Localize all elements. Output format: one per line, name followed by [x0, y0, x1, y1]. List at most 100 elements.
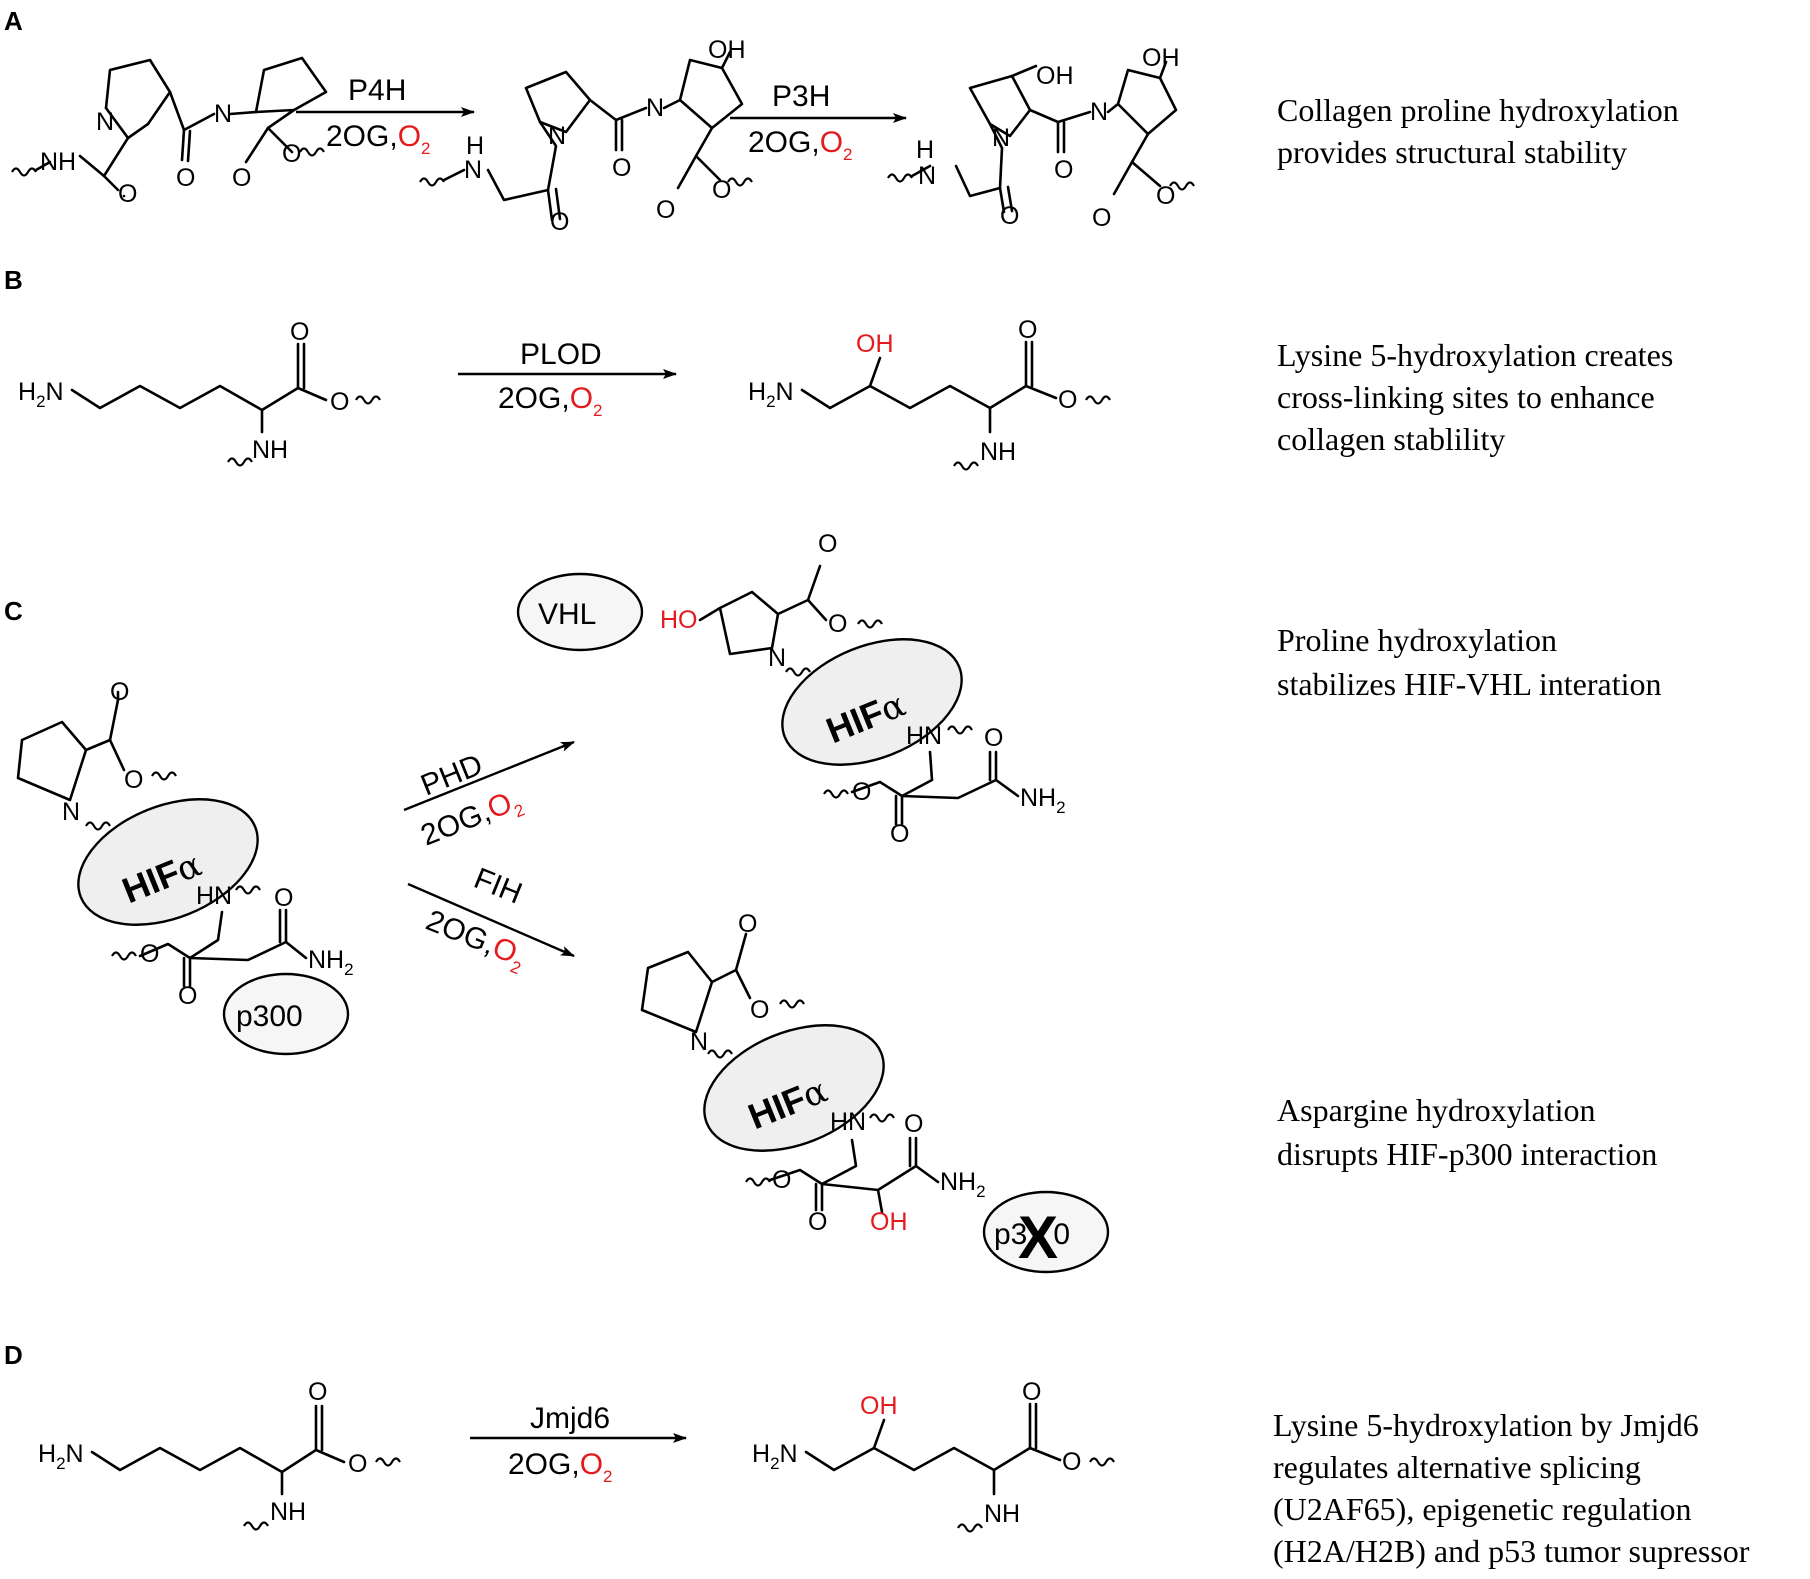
- panel-b-letter: B: [4, 265, 23, 295]
- panel-c-letter: C: [4, 596, 23, 626]
- o-atom: O: [110, 678, 129, 706]
- cofactor-label: 2OG,O2: [748, 126, 853, 164]
- o-atom: O: [612, 154, 631, 182]
- o-atom: O: [1018, 316, 1037, 344]
- hn-group: HN: [196, 882, 232, 910]
- n-atom: N: [646, 94, 664, 122]
- nh2-group: NH2: [1020, 784, 1066, 817]
- hif-alpha-label: HIFα: [742, 1069, 833, 1138]
- n-atom: N: [1090, 98, 1108, 126]
- o-atom: O: [1156, 182, 1175, 210]
- panel-b-substrate: H2N O O NH: [18, 318, 382, 467]
- h-atom: H: [466, 132, 484, 160]
- o-atom: O: [750, 996, 769, 1024]
- oh-group: OH: [856, 330, 894, 358]
- o-atom: O: [232, 164, 251, 192]
- o-atom: O: [656, 196, 675, 224]
- oh-group: OH: [1142, 44, 1180, 72]
- panel-d-substrate: H2N O O NH: [38, 1378, 402, 1531]
- o-atom: O: [1062, 1448, 1081, 1476]
- panel-d-description: regulates alternative splicing: [1273, 1449, 1641, 1485]
- n-atom: N: [62, 798, 80, 826]
- o-atom: O: [274, 884, 293, 912]
- amine-group: H2N: [38, 1440, 84, 1473]
- panel-a-description: provides structural stability: [1277, 134, 1627, 170]
- panel-c: C O O N HIFα HN O O O NH2: [4, 530, 1662, 1274]
- n-atom: N: [214, 100, 232, 128]
- o-atom: O: [738, 910, 757, 938]
- nh-group: NH: [980, 438, 1016, 466]
- o-atom: O: [348, 1450, 367, 1478]
- panel-b: B H2N O O NH PLOD 2OG,O2 H2N OH: [4, 265, 1673, 471]
- o-atom: O: [1092, 204, 1111, 232]
- n-atom: N: [768, 644, 786, 672]
- vhl-label: VHL: [538, 598, 596, 631]
- reaction-arrow: [407, 882, 575, 958]
- panel-c-lower-description: disrupts HIF-p300 interaction: [1277, 1136, 1657, 1172]
- o-atom: O: [808, 1208, 827, 1236]
- panel-c-substrate: O O N HIFα HN O O O NH2 p300: [16, 678, 354, 1056]
- panel-d-description: (U2AF65), epigenetic regulation: [1273, 1491, 1692, 1527]
- o-atom: O: [890, 820, 909, 848]
- o-atom: O: [1054, 156, 1073, 184]
- panel-b-description: cross-linking sites to enhance: [1277, 379, 1655, 415]
- cofactor-label: 2OG,O2: [326, 120, 431, 158]
- n-atom: N: [992, 124, 1010, 152]
- oh-group: OH: [870, 1208, 908, 1236]
- o-atom: O: [550, 208, 569, 236]
- o-atom: O: [282, 140, 301, 168]
- p300-blocked-oval: [982, 1190, 1110, 1274]
- amine-group: H2N: [752, 1440, 798, 1473]
- o-atom: O: [984, 724, 1003, 752]
- panel-d-description: Lysine 5-hydroxylation by Jmjd6: [1273, 1407, 1699, 1443]
- o-atom: O: [818, 530, 837, 558]
- panel-a-product2: H N O N OH O N OH O O: [886, 44, 1196, 232]
- nh2-group: NH2: [308, 946, 354, 979]
- amine-group: H2N: [18, 378, 64, 411]
- o-atom: O: [904, 1110, 923, 1138]
- hif-alpha-oval: [703, 1024, 885, 1152]
- o-atom: O: [1058, 386, 1077, 414]
- nh2-group: NH2: [940, 1168, 986, 1201]
- o-atom: O: [176, 164, 195, 192]
- cofactor-label: 2OG,O2: [498, 382, 603, 420]
- panel-d-description: (H2A/H2B) and p53 tumor supressor: [1273, 1533, 1750, 1569]
- o-atom: O: [178, 982, 197, 1010]
- panel-d-product: H2N OH O O NH: [752, 1378, 1116, 1533]
- o-atom: O: [712, 176, 731, 204]
- n-atom: NH: [40, 148, 76, 176]
- vhl-oval: [516, 572, 644, 652]
- enzyme-label: P3H: [772, 80, 830, 113]
- panel-a: A NH N O O N O O: [4, 6, 1679, 236]
- panel-b-description: Lysine 5-hydroxylation creates: [1277, 337, 1673, 373]
- panel-d: D H2N O O NH Jmjd6 2OG,O2 H2N OH O: [4, 1340, 1750, 1569]
- o-atom: O: [772, 1166, 791, 1194]
- hn-group: HN: [906, 722, 942, 750]
- panel-c-lower-description: Aspargine hydroxylation: [1277, 1092, 1595, 1128]
- n-atom: N: [548, 122, 566, 150]
- n-atom: N: [918, 162, 936, 190]
- panel-d-letter: D: [4, 1340, 23, 1370]
- enzyme-label: Jmjd6: [530, 1402, 610, 1435]
- reaction-arrow: [403, 740, 575, 812]
- oh-group: HO: [660, 606, 698, 634]
- cofactor-label: 2OG,O2: [508, 1448, 613, 1486]
- panel-a-letter: A: [4, 6, 23, 36]
- o-atom: O: [1022, 1378, 1041, 1406]
- nh-group: NH: [252, 436, 288, 464]
- amine-group: H2N: [748, 378, 794, 411]
- enzyme-label: P4H: [348, 74, 406, 107]
- o-atom: O: [290, 318, 309, 346]
- n-atom: N: [464, 156, 482, 184]
- enzyme-label: FIH: [469, 862, 526, 911]
- o-atom: O: [1000, 202, 1019, 230]
- hif-alpha-oval: [781, 638, 963, 766]
- o-atom: O: [124, 766, 143, 794]
- oh-group: OH: [860, 1392, 898, 1420]
- h-atom: H: [916, 136, 934, 164]
- blocked-x-mark: X: [1018, 1204, 1058, 1271]
- hn-group: HN: [830, 1108, 866, 1136]
- n-atom: N: [690, 1028, 708, 1056]
